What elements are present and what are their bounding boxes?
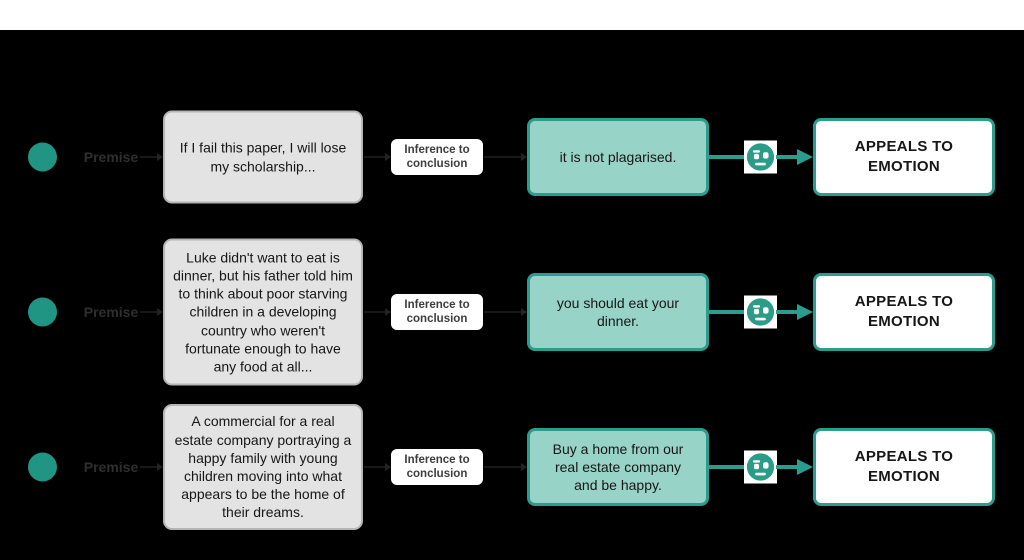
arrowhead-icon xyxy=(521,153,527,161)
teal-connector-line xyxy=(776,310,799,314)
top-white-strip xyxy=(0,0,1024,30)
arrowhead-icon xyxy=(157,308,163,316)
teal-connector-line xyxy=(708,465,745,469)
arrowhead-icon xyxy=(385,153,391,161)
premise-box: If I fail this paper, I will lose my sch… xyxy=(163,110,363,204)
inference-to-conclusion-label: Inference to conclusion xyxy=(391,448,483,486)
teal-connector-line xyxy=(776,155,799,159)
connector-line xyxy=(364,156,388,158)
premise-dot-icon xyxy=(28,142,57,172)
teal-arrowhead-icon xyxy=(797,304,813,320)
raised-eyebrow-face-icon xyxy=(744,450,777,484)
fallacy-result-box: APPEALS TO EMOTION xyxy=(813,273,995,351)
conclusion-box: it is not plagarised. xyxy=(527,118,709,196)
connector-line xyxy=(484,466,524,468)
teal-connector-line xyxy=(776,465,799,469)
premise-label: Premise xyxy=(83,459,139,475)
fallacy-result-box: APPEALS TO EMOTION xyxy=(813,118,995,196)
raised-eyebrow-face-icon xyxy=(744,140,777,174)
teal-connector-line xyxy=(708,155,745,159)
teal-arrowhead-icon xyxy=(797,459,813,475)
arrowhead-icon xyxy=(521,308,527,316)
connector-line xyxy=(140,466,160,468)
raised-eyebrow-face-icon xyxy=(744,295,777,329)
inference-to-conclusion-label: Inference to conclusion xyxy=(391,138,483,176)
premise-label: Premise xyxy=(83,304,139,320)
fallacy-result-box: APPEALS TO EMOTION xyxy=(813,428,995,506)
premise-dot-icon xyxy=(28,452,57,482)
connector-line xyxy=(140,156,160,158)
arrowhead-icon xyxy=(385,463,391,471)
arrowhead-icon xyxy=(521,463,527,471)
conclusion-box: you should eat your dinner. xyxy=(527,273,709,351)
connector-line xyxy=(140,311,160,313)
arrowhead-icon xyxy=(385,308,391,316)
teal-arrowhead-icon xyxy=(797,149,813,165)
premise-box: Luke didn't want to eat is dinner, but h… xyxy=(163,238,363,386)
connector-line xyxy=(484,311,524,313)
conclusion-box: Buy a home from our real estate company … xyxy=(527,428,709,506)
teal-connector-line xyxy=(708,310,745,314)
connector-line xyxy=(364,466,388,468)
premise-label: Premise xyxy=(83,149,139,165)
inference-to-conclusion-label: Inference to conclusion xyxy=(391,293,483,331)
arrowhead-icon xyxy=(157,463,163,471)
connector-line xyxy=(484,156,524,158)
arrowhead-icon xyxy=(157,153,163,161)
connector-line xyxy=(364,311,388,313)
premise-box: A commercial for a real estate company p… xyxy=(163,404,363,530)
premise-dot-icon xyxy=(28,297,57,327)
